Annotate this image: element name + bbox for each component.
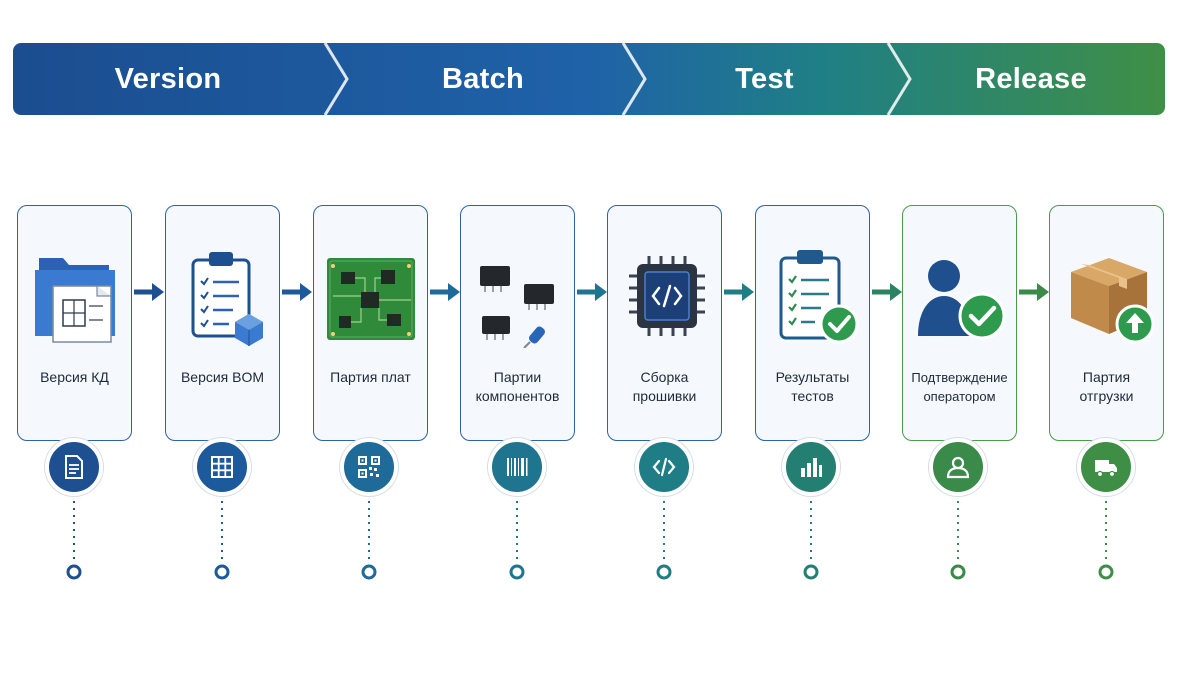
badge-truck	[1077, 438, 1135, 496]
arrow-right-icon	[724, 283, 754, 301]
chips-icon	[480, 266, 554, 348]
stage-batch-label: Batch	[441, 63, 525, 95]
qr-code-icon	[358, 456, 380, 478]
badge-user	[929, 438, 987, 496]
table-grid-icon	[211, 456, 233, 478]
operator-check-icon	[918, 260, 1006, 340]
barcode-icon	[507, 458, 528, 476]
step-card-board-batch: Партия плат	[313, 205, 428, 441]
step-label: Партия плат	[330, 369, 411, 385]
timeline-node	[950, 564, 966, 580]
clipboard-box-icon	[191, 252, 263, 346]
arrow-right-icon	[282, 283, 312, 301]
timeline-node	[66, 564, 82, 580]
badge-code	[635, 438, 693, 496]
badge-table	[193, 438, 251, 496]
timeline	[66, 494, 1114, 580]
step-card-cad-version: Версия КД	[17, 205, 132, 441]
truck-icon	[1095, 460, 1117, 478]
document-icon	[65, 455, 83, 479]
folder-drawing-icon	[35, 258, 115, 343]
arrow-right-icon	[577, 283, 607, 301]
stage-version-label: Version	[114, 63, 222, 95]
arrow-right-icon	[872, 283, 902, 301]
circuit-board-icon	[327, 258, 415, 340]
clipboard-check-icon	[779, 250, 859, 344]
timeline-node	[214, 564, 230, 580]
arrow-right-icon	[134, 283, 164, 301]
step-label: Версия КД	[40, 369, 109, 385]
stage-test-label: Test	[735, 63, 794, 95]
timeline-node	[509, 564, 525, 580]
step-card-bom-version: Версия BOM	[165, 205, 280, 441]
code-icon	[652, 457, 676, 477]
arrow-right-icon	[1019, 283, 1049, 301]
badge-bar-chart	[782, 438, 840, 496]
timeline-node	[1098, 564, 1114, 580]
timeline-node	[803, 564, 819, 580]
bar-chart-icon	[801, 458, 822, 477]
badge-qr-code	[340, 438, 398, 496]
user-icon	[946, 456, 970, 479]
step-label: Версия BOM	[180, 369, 265, 385]
stage-release-label: Release	[975, 63, 1087, 95]
package-upload-icon	[1071, 258, 1155, 344]
stage-banner	[13, 43, 1165, 115]
badge-document	[45, 438, 103, 496]
timeline-node	[361, 564, 377, 580]
badge-barcode	[488, 438, 546, 496]
processor-code-icon	[629, 256, 705, 336]
timeline-node	[656, 564, 672, 580]
arrow-right-icon	[430, 283, 460, 301]
